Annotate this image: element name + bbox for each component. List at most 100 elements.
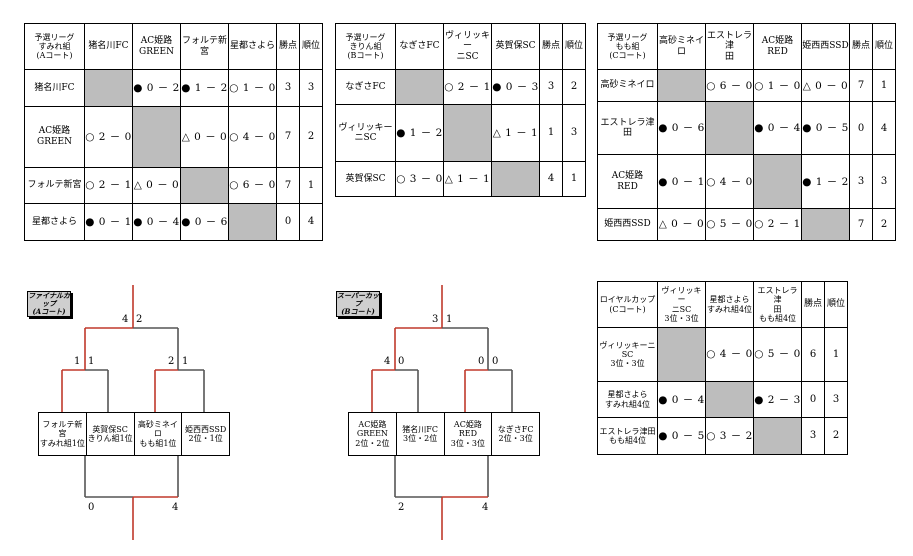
super-cup-bracket bbox=[371, 285, 513, 540]
final-right-score-a: 2 bbox=[168, 356, 175, 367]
blank-cell bbox=[443, 103, 492, 163]
team-header: 星都さよら すみれ組4位 bbox=[705, 281, 754, 328]
team-header: AC姫路 GREEN bbox=[132, 23, 181, 70]
rank-header: 順位 bbox=[872, 23, 896, 70]
super-cup-teams: AC姫路 GREEN 2位・2位 猪名川FC 3位・2位 AC姫路 RED 3位… bbox=[348, 412, 540, 456]
blank-cell bbox=[705, 380, 754, 419]
rank-header: 順位 bbox=[299, 23, 323, 70]
final-cup-teams: フォルテ新 宮 すみれ組1位 英賀保SC きりん組1位 高砂ミネイロ もも組1位… bbox=[38, 412, 230, 456]
score-cell: △ 0 － 0 bbox=[801, 68, 850, 103]
bracket-team: 猪名川FC 3位・2位 bbox=[395, 412, 445, 456]
row-team: 星都さよら すみれ組4位 bbox=[597, 380, 658, 419]
score-cell: ● 2 － 3 bbox=[753, 380, 802, 419]
team-header: AC姫路 RED bbox=[753, 23, 802, 70]
rank-cell: 4 bbox=[872, 101, 896, 156]
score-cell: △ 0 － 0 bbox=[180, 105, 229, 168]
score-cell: ● 1 － 2 bbox=[801, 154, 850, 209]
blank-cell bbox=[491, 161, 540, 197]
rank-cell: 2 bbox=[562, 69, 586, 105]
rank-cell: 4 bbox=[299, 203, 323, 241]
points-cell: 4 bbox=[539, 161, 563, 197]
rank-cell: 3 bbox=[872, 154, 896, 209]
bracket-team: 英賀保SC きりん組1位 bbox=[85, 412, 135, 456]
score-cell: ○ 4 － 0 bbox=[705, 327, 754, 382]
final-bottom-score-right: 4 bbox=[172, 502, 179, 513]
bracket-team: 高砂ミネイロ もも組1位 bbox=[133, 412, 183, 456]
bracket-team: フォルテ新 宮 すみれ組1位 bbox=[38, 412, 87, 456]
rank-cell: 2 bbox=[872, 207, 896, 242]
points-header: 勝点 bbox=[849, 23, 873, 70]
row-team: なぎさFC bbox=[335, 69, 396, 105]
row-team: 姫西西SSD bbox=[597, 207, 658, 242]
blank-cell bbox=[657, 327, 706, 382]
team-header: なぎさFC bbox=[395, 23, 444, 70]
points-cell: 7 bbox=[849, 207, 873, 242]
final-top-score-right: 2 bbox=[136, 314, 143, 325]
bracket-team: なぎさFC 2位・3位 bbox=[491, 412, 540, 456]
score-cell: ○ 2 － 1 bbox=[753, 207, 802, 242]
team-header: エストレラ津 田 もも組4位 bbox=[753, 281, 802, 328]
league-title: 予選リーグ もも組 (Cコート) bbox=[597, 23, 658, 70]
score-cell: ○ 2 － 0 bbox=[84, 105, 133, 168]
league-title: 予選リーグ きりん組 (Bコート) bbox=[335, 23, 396, 70]
points-cell: 7 bbox=[849, 68, 873, 103]
points-cell: 3 bbox=[849, 154, 873, 209]
score-cell: ● 0 － 4 bbox=[132, 203, 181, 241]
row-team: エストレラ津田 bbox=[597, 101, 658, 156]
final-top-score-left: 4 bbox=[122, 314, 129, 325]
score-cell: ● 0 － 4 bbox=[753, 101, 802, 156]
score-cell: ● 0 － 6 bbox=[180, 203, 229, 241]
rank-cell: 1 bbox=[562, 161, 586, 197]
row-team: フォルテ新宮 bbox=[24, 166, 85, 205]
row-team: 猪名川FC bbox=[24, 69, 85, 107]
league-table-royal-cup: ロイヤルカップ (Cコート) ヴィリッキー ニSC 3位・3位 星都さよら すみ… bbox=[597, 281, 848, 455]
rank-cell: 1 bbox=[824, 327, 848, 382]
rank-cell: 3 bbox=[824, 380, 848, 419]
row-team: ヴィリッキーニSC bbox=[335, 103, 396, 163]
score-cell: △ 0 － 0 bbox=[132, 166, 181, 205]
score-cell: ● 0 － 1 bbox=[657, 154, 706, 209]
row-team: AC姫路 GREEN bbox=[24, 105, 85, 168]
score-cell: ○ 3 － 0 bbox=[395, 161, 444, 197]
score-cell: ○ 1 － 0 bbox=[228, 69, 277, 107]
score-cell: ● 0 － 1 bbox=[84, 203, 133, 241]
team-header: 猪名川FC bbox=[84, 23, 133, 70]
blank-cell bbox=[84, 69, 133, 107]
super-left-score-a: 4 bbox=[384, 356, 391, 367]
league-title: 予選リーグ すみれ組 (Aコート) bbox=[24, 23, 85, 70]
super-bottom-score-right: 4 bbox=[482, 502, 489, 513]
league-table-kirin: 予選リーグ きりん組 (Bコート) なぎさFC ヴィリッキー ニSC 英賀保SC… bbox=[335, 23, 586, 197]
super-right-score-a: 0 bbox=[478, 356, 485, 367]
score-cell: ● 0 － 3 bbox=[491, 69, 540, 105]
rank-header: 順位 bbox=[824, 281, 848, 328]
row-team: ヴィリッキーニSC 3位・3位 bbox=[597, 327, 658, 382]
row-team: 高砂ミネイロ bbox=[597, 68, 658, 103]
rank-cell: 2 bbox=[824, 417, 848, 455]
rank-cell: 3 bbox=[562, 103, 586, 163]
rank-cell: 1 bbox=[872, 68, 896, 103]
blank-cell bbox=[395, 69, 444, 105]
points-header: 勝点 bbox=[539, 23, 563, 70]
team-header: フォルテ新 宮 bbox=[180, 23, 229, 70]
score-cell: △ 1 － 1 bbox=[443, 161, 492, 197]
bracket-team: AC姫路 GREEN 2位・2位 bbox=[348, 412, 397, 456]
team-header: ヴィリッキー ニSC bbox=[443, 23, 492, 70]
league-table-sumire: 予選リーグ すみれ組 (Aコート) 猪名川FC AC姫路 GREEN フォルテ新… bbox=[24, 23, 323, 241]
super-bottom-score-left: 2 bbox=[398, 502, 405, 513]
super-right-score-b: 0 bbox=[492, 356, 499, 367]
super-top-score-left: 3 bbox=[432, 314, 439, 325]
row-team: エストレラ津田 もも組4位 bbox=[597, 417, 658, 455]
final-cup-bracket bbox=[61, 285, 205, 540]
score-cell: ○ 4 － 0 bbox=[228, 105, 277, 168]
score-cell: ○ 5 － 0 bbox=[753, 327, 802, 382]
final-cup-badge: ファイナルカップ (Aコート) bbox=[27, 291, 71, 317]
team-header: 英賀保SC bbox=[491, 23, 540, 70]
score-cell: △ 0 － 0 bbox=[657, 207, 706, 242]
super-top-score-right: 1 bbox=[446, 314, 453, 325]
rank-cell: 3 bbox=[299, 69, 323, 107]
super-cup-badge: スーパーカップ (Bコート) bbox=[336, 291, 380, 317]
score-cell: ● 1 － 2 bbox=[180, 69, 229, 107]
row-team: 星都さよら bbox=[24, 203, 85, 241]
blank-cell bbox=[801, 207, 850, 242]
